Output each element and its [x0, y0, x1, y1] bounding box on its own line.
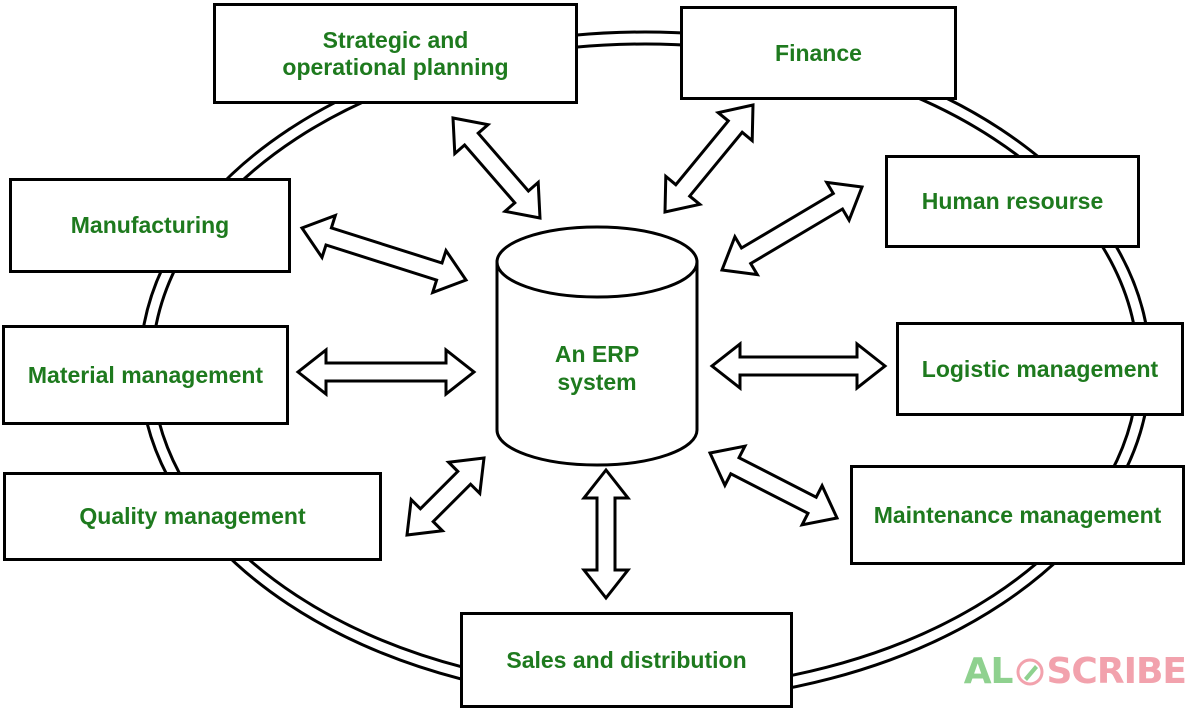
- module-label: Manufacturing: [70, 212, 230, 238]
- module-label: Maintenance management: [873, 501, 1162, 528]
- module-manufacturing: Manufacturing: [9, 178, 291, 273]
- arrow-material-icon: [295, 346, 477, 398]
- arrow-human-resource-icon: [719, 180, 865, 277]
- arrow-finance-icon: [663, 103, 755, 214]
- module-label-line1: Strategic and: [322, 26, 469, 53]
- watermark-part1: AL: [963, 651, 1014, 692]
- module-finance: Finance: [680, 6, 957, 100]
- module-label-line2: operational planning: [282, 53, 509, 80]
- module-quality-management: Quality management: [3, 472, 382, 561]
- arrow-quality-icon: [405, 456, 486, 537]
- watermark-part2: SCRIBE: [1046, 651, 1187, 692]
- module-label: Sales and distribution: [506, 646, 747, 673]
- module-label: Logistic management: [921, 355, 1159, 382]
- module-logistic-management: Logistic management: [896, 322, 1184, 416]
- watermark-pen-icon: [1016, 658, 1043, 685]
- watermark-logo: AL SCRIBE: [963, 651, 1187, 692]
- module-label: Material management: [27, 361, 264, 388]
- module-label: Human resourse: [921, 188, 1104, 214]
- module-maintenance-management: Maintenance management: [850, 465, 1185, 565]
- module-strategic-planning: Strategic and operational planning: [213, 3, 578, 104]
- arrow-maintenance-icon: [707, 444, 840, 527]
- module-label: Finance: [775, 39, 862, 66]
- module-label: Quality management: [79, 503, 306, 529]
- arrow-logistic-icon: [709, 340, 888, 392]
- arrow-sales-icon: [580, 467, 632, 601]
- arrow-strategic-icon: [451, 116, 542, 220]
- module-sales-distribution: Sales and distribution: [460, 612, 793, 708]
- arrow-manufacturing-icon: [299, 213, 469, 295]
- erp-database-icon: [495, 225, 699, 467]
- erp-label-line1: An ERP: [554, 341, 640, 367]
- module-material-management: Material management: [2, 325, 289, 425]
- module-human-resource: Human resourse: [885, 155, 1140, 248]
- erp-system-label: An ERP system: [497, 340, 697, 396]
- erp-label-line2: system: [557, 369, 637, 395]
